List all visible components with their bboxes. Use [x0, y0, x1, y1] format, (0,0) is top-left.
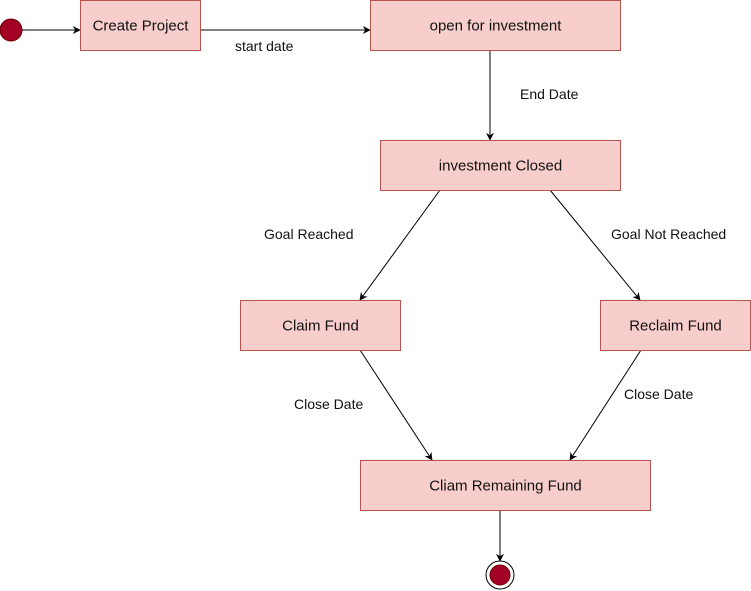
- state-investment-closed[interactable]: investment Closed: [380, 140, 621, 191]
- state-create-project-label: Create Project: [93, 18, 190, 35]
- label-goal-reached: Goal Reached: [264, 226, 354, 242]
- state-reclaim-fund[interactable]: Reclaim Fund: [600, 300, 751, 351]
- label-goal-not-reached: Goal Not Reached: [611, 226, 726, 242]
- label-start-date: start date: [235, 38, 294, 54]
- edge-reclaim-to-remaining: [569, 349, 642, 461]
- initial-state-node[interactable]: [0, 18, 23, 42]
- state-claim-fund[interactable]: Claim Fund: [240, 300, 401, 351]
- state-open-for-investment[interactable]: open for investment: [370, 0, 621, 51]
- state-reclaim-fund-label: Reclaim Fund: [629, 318, 722, 335]
- state-claim-remaining-fund-label: Cliam Remaining Fund: [429, 478, 582, 495]
- final-state-node[interactable]: [485, 560, 515, 590]
- label-close-date-left: Close Date: [294, 396, 363, 412]
- state-claim-remaining-fund[interactable]: Cliam Remaining Fund: [360, 460, 651, 511]
- edge-claim-to-remaining: [359, 349, 433, 461]
- label-close-date-right: Close Date: [624, 386, 693, 402]
- label-end-date: End Date: [520, 86, 579, 102]
- state-investment-closed-label: investment Closed: [439, 158, 562, 175]
- edge-closed-to-claim: [359, 189, 441, 301]
- state-open-for-investment-label: open for investment: [430, 18, 563, 35]
- edge-closed-to-reclaim: [549, 189, 641, 301]
- state-create-project[interactable]: Create Project: [80, 0, 201, 51]
- state-claim-fund-label: Claim Fund: [282, 318, 359, 335]
